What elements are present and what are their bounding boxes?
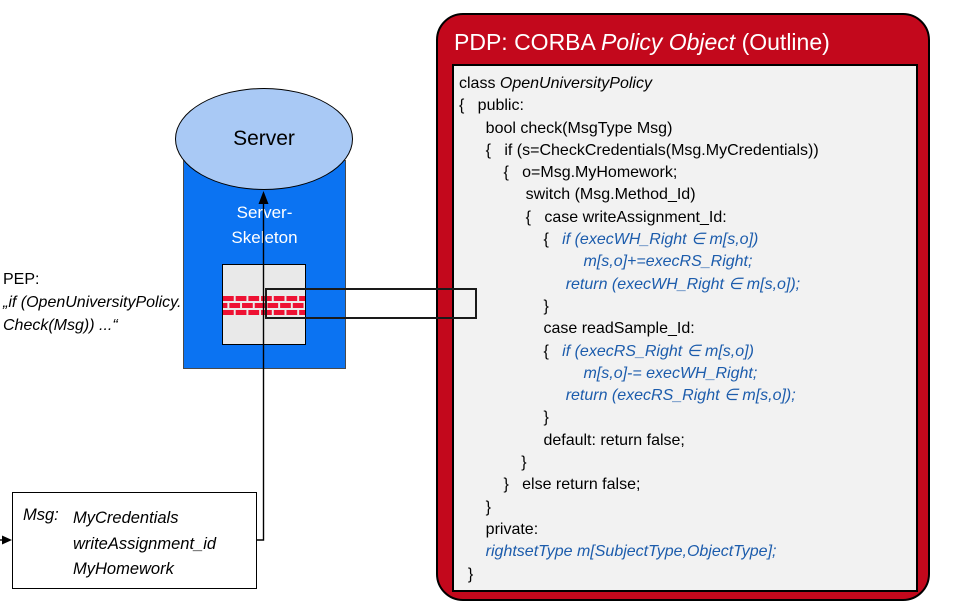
code-segment: bool check(MsgType Msg)	[459, 119, 673, 137]
code-line: }	[459, 296, 819, 318]
code-segment: m[s,o]+=execRS_Right;	[583, 253, 753, 271]
code-segment: m[s,o]-= execWH_Right;	[583, 364, 758, 382]
server-skeleton-label: Server- Skeleton	[183, 200, 346, 250]
code-line: m[s,o]+=execRS_Right;	[459, 251, 819, 273]
code-line: { if (execRS_Right ∈ m[s,o])	[459, 341, 819, 363]
msg-line: writeAssignment_id	[73, 534, 217, 553]
pep-heading: PEP:	[3, 271, 40, 288]
code-segment: }	[459, 498, 492, 516]
code-segment	[459, 365, 583, 382]
msg-line: MyCredentials	[73, 509, 179, 527]
code-segment: {	[459, 231, 563, 249]
msg-line: MyHomework	[73, 560, 174, 578]
pdp-title-prefix: PDP: CORBA	[454, 29, 601, 55]
code-segment	[459, 387, 566, 404]
code-segment: default: return false;	[459, 431, 685, 449]
pep-code-line1: „if (OpenUniversityPolicy. „if (OpenUniv…	[3, 291, 253, 314]
code-segment: { public:	[459, 97, 524, 115]
code-segment: rightsetType m[SubjectType,ObjectType];	[485, 543, 777, 561]
policy-check-channel-rect	[265, 288, 477, 319]
pdp-code-box: class OpenUniversityPolicy { public: bool…	[452, 64, 918, 592]
code-segment: }	[459, 297, 549, 315]
code-line: { case writeAssignment_Id:	[459, 207, 819, 229]
server-ellipse: Server	[175, 88, 353, 190]
code-segment: return (execRS_Right ∈ m[s,o]);	[565, 387, 796, 405]
code-segment: }	[459, 409, 549, 427]
code-segment: }	[459, 565, 474, 583]
code-line: { o=Msg.MyHomework;	[459, 162, 819, 184]
code-segment: { if (s=CheckCredentials(Msg.MyCredentia…	[459, 141, 819, 159]
code-segment: }	[459, 454, 527, 472]
code-segment: switch (Msg.Method_Id)	[459, 186, 696, 204]
pep-code-line1-black: „if (OpenUniversityPolicy.	[3, 294, 182, 311]
code-segment: return (execWH_Right ∈ m[s,o]);	[565, 275, 801, 293]
pdp-title-emphasis: Policy Object	[600, 29, 736, 55]
code-segment: private:	[459, 520, 539, 538]
code-line: rightsetType m[SubjectType,ObjectType];	[459, 541, 819, 563]
code-line: }	[459, 452, 819, 474]
code-line: { if (execWH_Right ∈ m[s,o])	[459, 229, 819, 251]
code-segment	[459, 543, 486, 560]
code-line: } else return false;	[459, 474, 819, 496]
code-segment: { case writeAssignment_Id:	[459, 208, 727, 226]
code-line: { if (s=CheckCredentials(Msg.MyCredentia…	[459, 140, 819, 162]
pep-code-line2: Check(Msg)) ...“	[3, 317, 118, 334]
skeleton-label-line1: Server-	[236, 203, 293, 222]
code-line: }	[459, 497, 819, 519]
server-label: Server	[233, 127, 295, 150]
code-segment	[459, 253, 583, 270]
code-segment: {	[459, 342, 563, 360]
code-line: class OpenUniversityPolicy	[459, 73, 819, 95]
code-line: }	[459, 407, 819, 429]
code-line: case readSample_Id:	[459, 318, 819, 340]
skeleton-label-line2: Skeleton	[231, 228, 298, 247]
code-line: return (execWH_Right ∈ m[s,o]);	[459, 274, 819, 296]
pep-annotation: PEP: „if (OpenUniversityPolicy. „if (Ope…	[3, 268, 253, 337]
arrow-right-head-icon	[2, 535, 12, 545]
code-segment: OpenUniversityPolicy	[499, 75, 652, 92]
code-segment: { o=Msg.MyHomework;	[459, 164, 678, 182]
code-segment: if (execRS_Right ∈ m[s,o])	[562, 342, 754, 360]
code-segment: class	[459, 75, 500, 92]
code-line: m[s,o]-= execWH_Right;	[459, 363, 819, 385]
code-segment: } else return false;	[459, 476, 641, 494]
code-line: private:	[459, 519, 819, 541]
code-segment: if (execWH_Right ∈ m[s,o])	[562, 231, 759, 249]
pdp-code-lines: class OpenUniversityPolicy { public: bool…	[459, 73, 819, 586]
code-line: default: return false;	[459, 430, 819, 452]
pdp-title: PDP: CORBA Policy Object (Outline)	[454, 29, 830, 56]
msg-box-label: Msg:	[23, 506, 59, 524]
code-line: bool check(MsgType Msg)	[459, 118, 819, 140]
code-line: switch (Msg.Method_Id)	[459, 184, 819, 206]
code-segment: case readSample_Id:	[459, 320, 695, 338]
pdp-title-suffix: (Outline)	[735, 29, 830, 55]
code-line: }	[459, 564, 819, 586]
pdp-panel: PDP: CORBA Policy Object (Outline) class…	[436, 13, 930, 601]
code-line: { public:	[459, 95, 819, 117]
code-line: return (execRS_Right ∈ m[s,o]);	[459, 385, 819, 407]
